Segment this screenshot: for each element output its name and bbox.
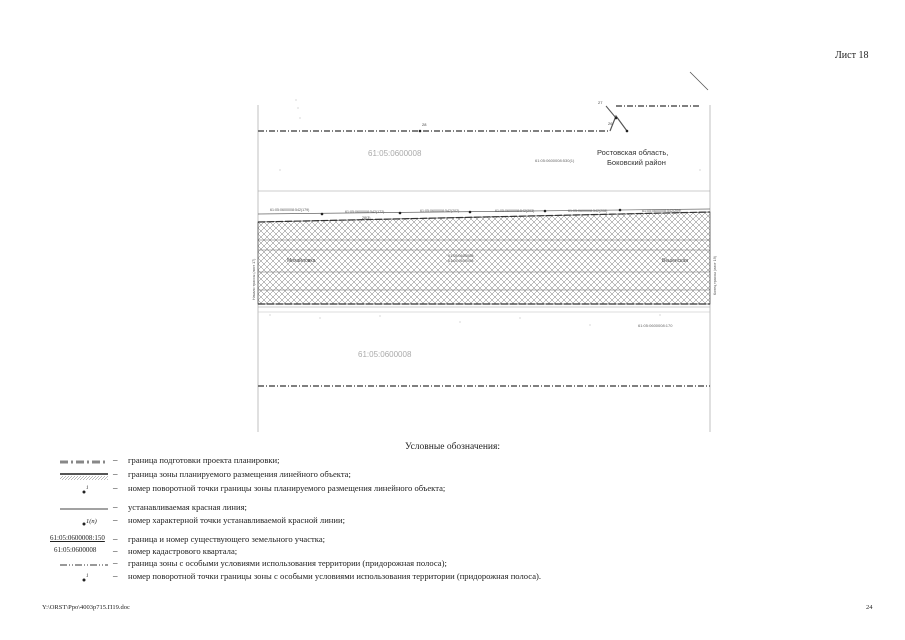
zone-boundary-symbol	[60, 473, 108, 480]
strip-label-left: Михайловка	[287, 257, 316, 264]
map-drawing: Ростовская область, Боковский район 61:0…	[252, 71, 717, 432]
legend-text-8: граница зоны с особыми условиями использ…	[128, 558, 447, 568]
strip-parcel-4: 61:05:0600008:542(203)	[495, 209, 534, 213]
red-point-symbol: 1(п)	[82, 518, 97, 526]
strip-parcel-1: 61:05:0600008:542(179)	[270, 208, 309, 212]
strip-parcel-5: 61:05:0600008:542(208)	[568, 209, 607, 213]
parcel-top-right: 61:05:0600008:530(1)	[535, 158, 575, 163]
legend-row-8: – граница зоны с особыми условиями испол…	[40, 558, 880, 571]
side-right-label: Конец трассы (лист 19)	[713, 256, 717, 295]
legend-text-1: граница подготовки проекта планировки;	[128, 455, 280, 465]
legend-text-2: граница зоны планируемого размещения лин…	[128, 469, 351, 479]
legend-text-6: граница и номер существующего земельного…	[128, 534, 326, 544]
legend-text-9: номер поворотной точки границы зоны с ос…	[128, 571, 542, 581]
legend-title: Условные обозначения:	[405, 442, 501, 452]
quarter-top: 61:05:0600008	[368, 149, 422, 158]
side-left-label: Начало трассы (лист 17)	[252, 259, 256, 300]
point-label-26: 26	[608, 121, 613, 126]
strip-parcel-2: 61:05:0600008:542(172)	[345, 210, 384, 214]
region-label-2: Боковский район	[607, 158, 666, 167]
special-zone-symbol	[60, 564, 108, 566]
planning-boundary-symbol	[60, 460, 108, 464]
parcel-symbol-text: 61:05:0600008:150	[50, 534, 105, 542]
legend-row-9: 1 – номер поворотной точки границы зоны …	[40, 571, 880, 584]
top-boundary-kink	[609, 114, 628, 132]
legend-text-5: номер характерной точки устанавливаемой …	[128, 515, 345, 525]
footer-file-path: Y:\ORST\Ppo\4003p715.П19.doc	[42, 604, 130, 611]
red-line	[257, 208, 711, 215]
svg-text:1(п): 1(п)	[86, 518, 97, 525]
legend-text-4: устанавливаемая красная линия;	[128, 502, 247, 512]
strip-center-2: 61:05:0600008:	[448, 259, 474, 263]
sheet-label: Лист 18	[835, 50, 869, 61]
point-label-28: 28	[422, 122, 427, 127]
quarter-symbol-text: 61:05:0600008	[54, 546, 97, 554]
legend-row-1: – граница подготовки проекта планировки;	[40, 455, 880, 468]
legend-row-4: – устанавливаемая красная линия;	[40, 502, 880, 515]
parcel-bottom-right: 61:05:0600008:170	[638, 323, 673, 328]
special-point-symbol: 1	[82, 574, 89, 582]
legend-row-2: – граница зоны планируемого размещения л…	[40, 469, 880, 482]
legend-text-7: номер кадастрового квартала;	[128, 546, 238, 556]
diagonal-edge	[689, 71, 709, 91]
page-number: 24	[866, 604, 873, 611]
legend-row-6: 61:05:0600008:150 – граница и номер суще…	[50, 534, 326, 544]
svg-text:1: 1	[86, 574, 89, 579]
point-label-28-3: 28(3)	[362, 216, 370, 220]
red-line-symbol	[60, 508, 108, 510]
legend-row-7: 61:05:0600008 – номер кадастрового кварт…	[54, 546, 238, 556]
region-label-1: Ростовская область,	[597, 148, 668, 157]
legend-row-3: 1 – номер поворотной точки границы зоны …	[40, 483, 880, 496]
quarter-bottom: 61:05:0600008	[358, 350, 412, 359]
noise-dots	[269, 99, 701, 326]
svg-text:1: 1	[86, 486, 89, 491]
strip-center-1: 61:05:0600008:	[448, 254, 474, 258]
point-label-27: 27	[598, 100, 603, 105]
point-number-symbol: 1	[82, 486, 89, 494]
legend-row-5: 1(п) – номер характерной точки устанавли…	[40, 515, 880, 528]
strip-parcel-3: 61:05:0600008:542(202)	[420, 209, 459, 213]
strip-parcel-6: 61:05:0600008:542(209)	[642, 209, 681, 213]
legend-text-3: номер поворотной точки границы зоны план…	[128, 483, 446, 493]
strip-label-right: Вешенская	[662, 258, 688, 264]
